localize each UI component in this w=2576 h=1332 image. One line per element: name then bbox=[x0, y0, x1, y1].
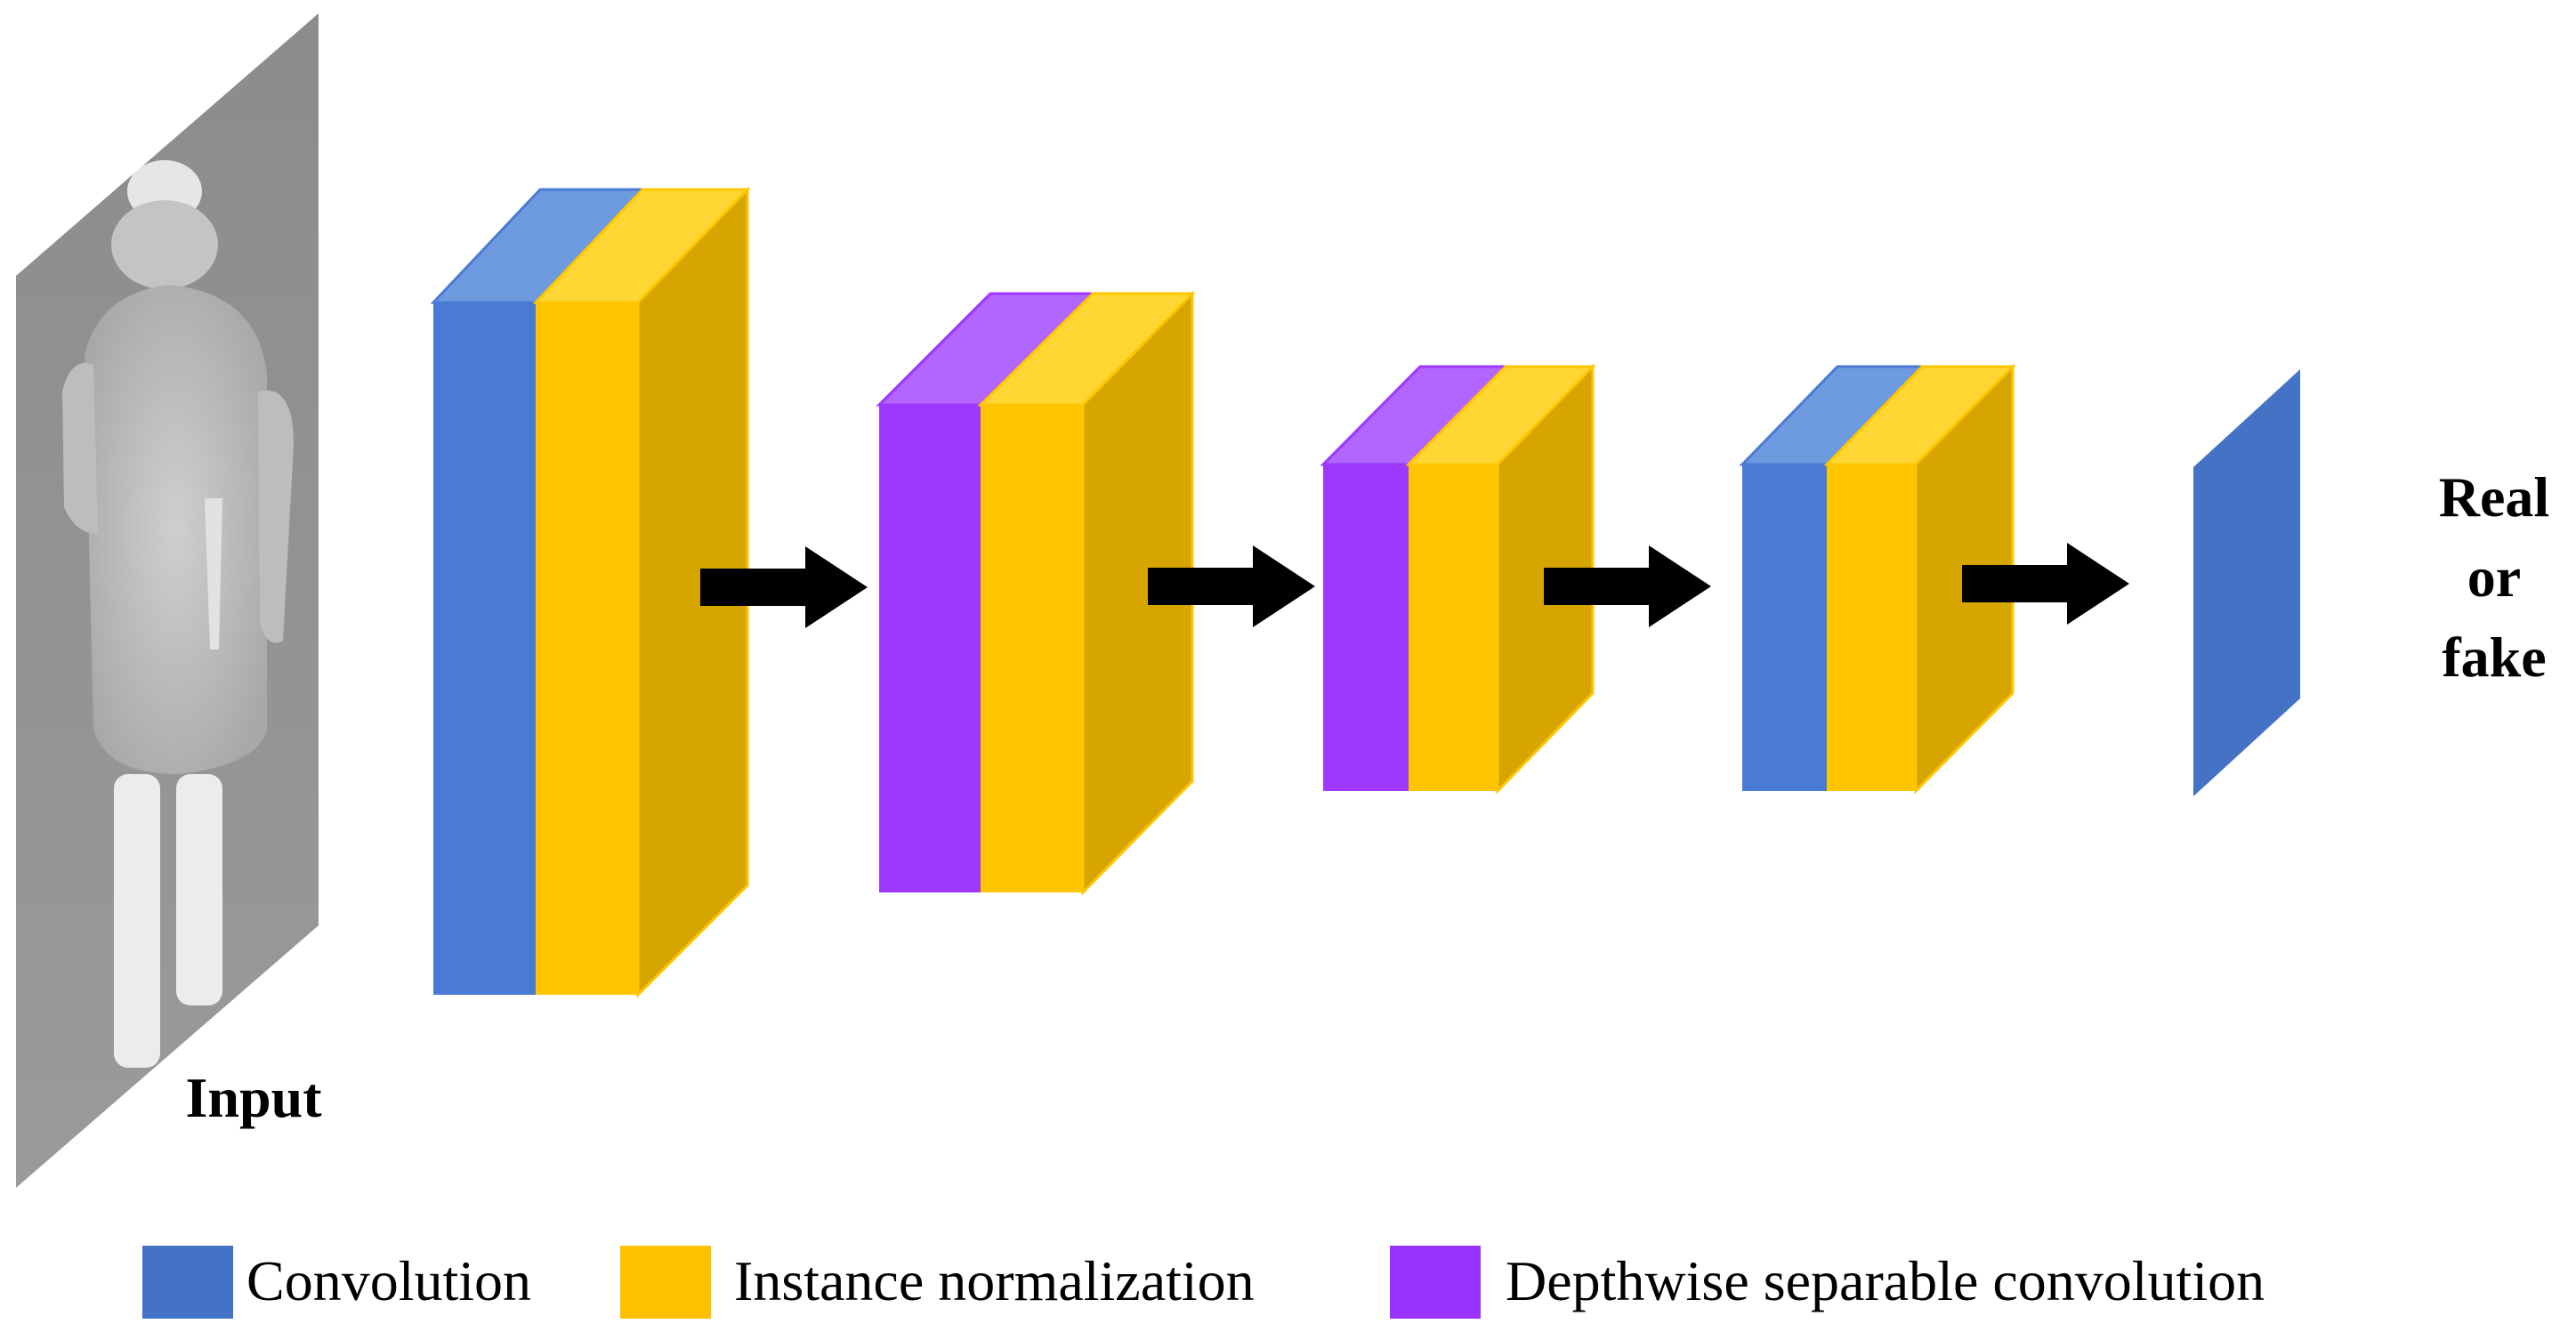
block-4-convolution-front bbox=[1742, 464, 1827, 791]
legend-label-convolution: Convolution bbox=[246, 1249, 531, 1312]
arrow-1 bbox=[700, 546, 868, 628]
output-label-line-2: or bbox=[2467, 545, 2521, 609]
block-2 bbox=[876, 290, 1196, 896]
legend-label-depthwise-separable-convolution: Depthwise separable convolution bbox=[1506, 1249, 2265, 1312]
arrow-4 bbox=[1962, 543, 2129, 625]
block-3-instance-norm-front bbox=[1409, 464, 1498, 791]
legend-swatch-instance-normalization bbox=[620, 1246, 711, 1319]
block-2-instance-norm-front bbox=[981, 405, 1083, 892]
block-2-depthwise-front bbox=[879, 405, 981, 892]
legend-swatch-convolution bbox=[142, 1246, 233, 1319]
block-1 bbox=[430, 186, 751, 998]
input-label: Input bbox=[186, 1066, 323, 1129]
block-4-instance-norm-front bbox=[1827, 464, 1916, 791]
input-image bbox=[16, 13, 319, 1188]
legend-label-instance-normalization: Instance normalization bbox=[734, 1249, 1255, 1312]
block-1-instance-norm-front bbox=[536, 303, 638, 995]
block-3-depthwise-front bbox=[1323, 464, 1409, 791]
arrow-2 bbox=[1148, 545, 1315, 627]
output-label-line-3: fake bbox=[2442, 626, 2546, 689]
legend: Convolution Instance normalization Depth… bbox=[142, 1246, 2265, 1319]
output-label: Real or fake bbox=[2439, 465, 2549, 689]
output-convolution-plane bbox=[2193, 369, 2300, 796]
block-1-convolution-front bbox=[433, 303, 536, 995]
output-label-line-1: Real bbox=[2439, 465, 2549, 529]
legend-swatch-depthwise-separable-convolution bbox=[1390, 1246, 1481, 1319]
arrow-3 bbox=[1544, 545, 1711, 627]
